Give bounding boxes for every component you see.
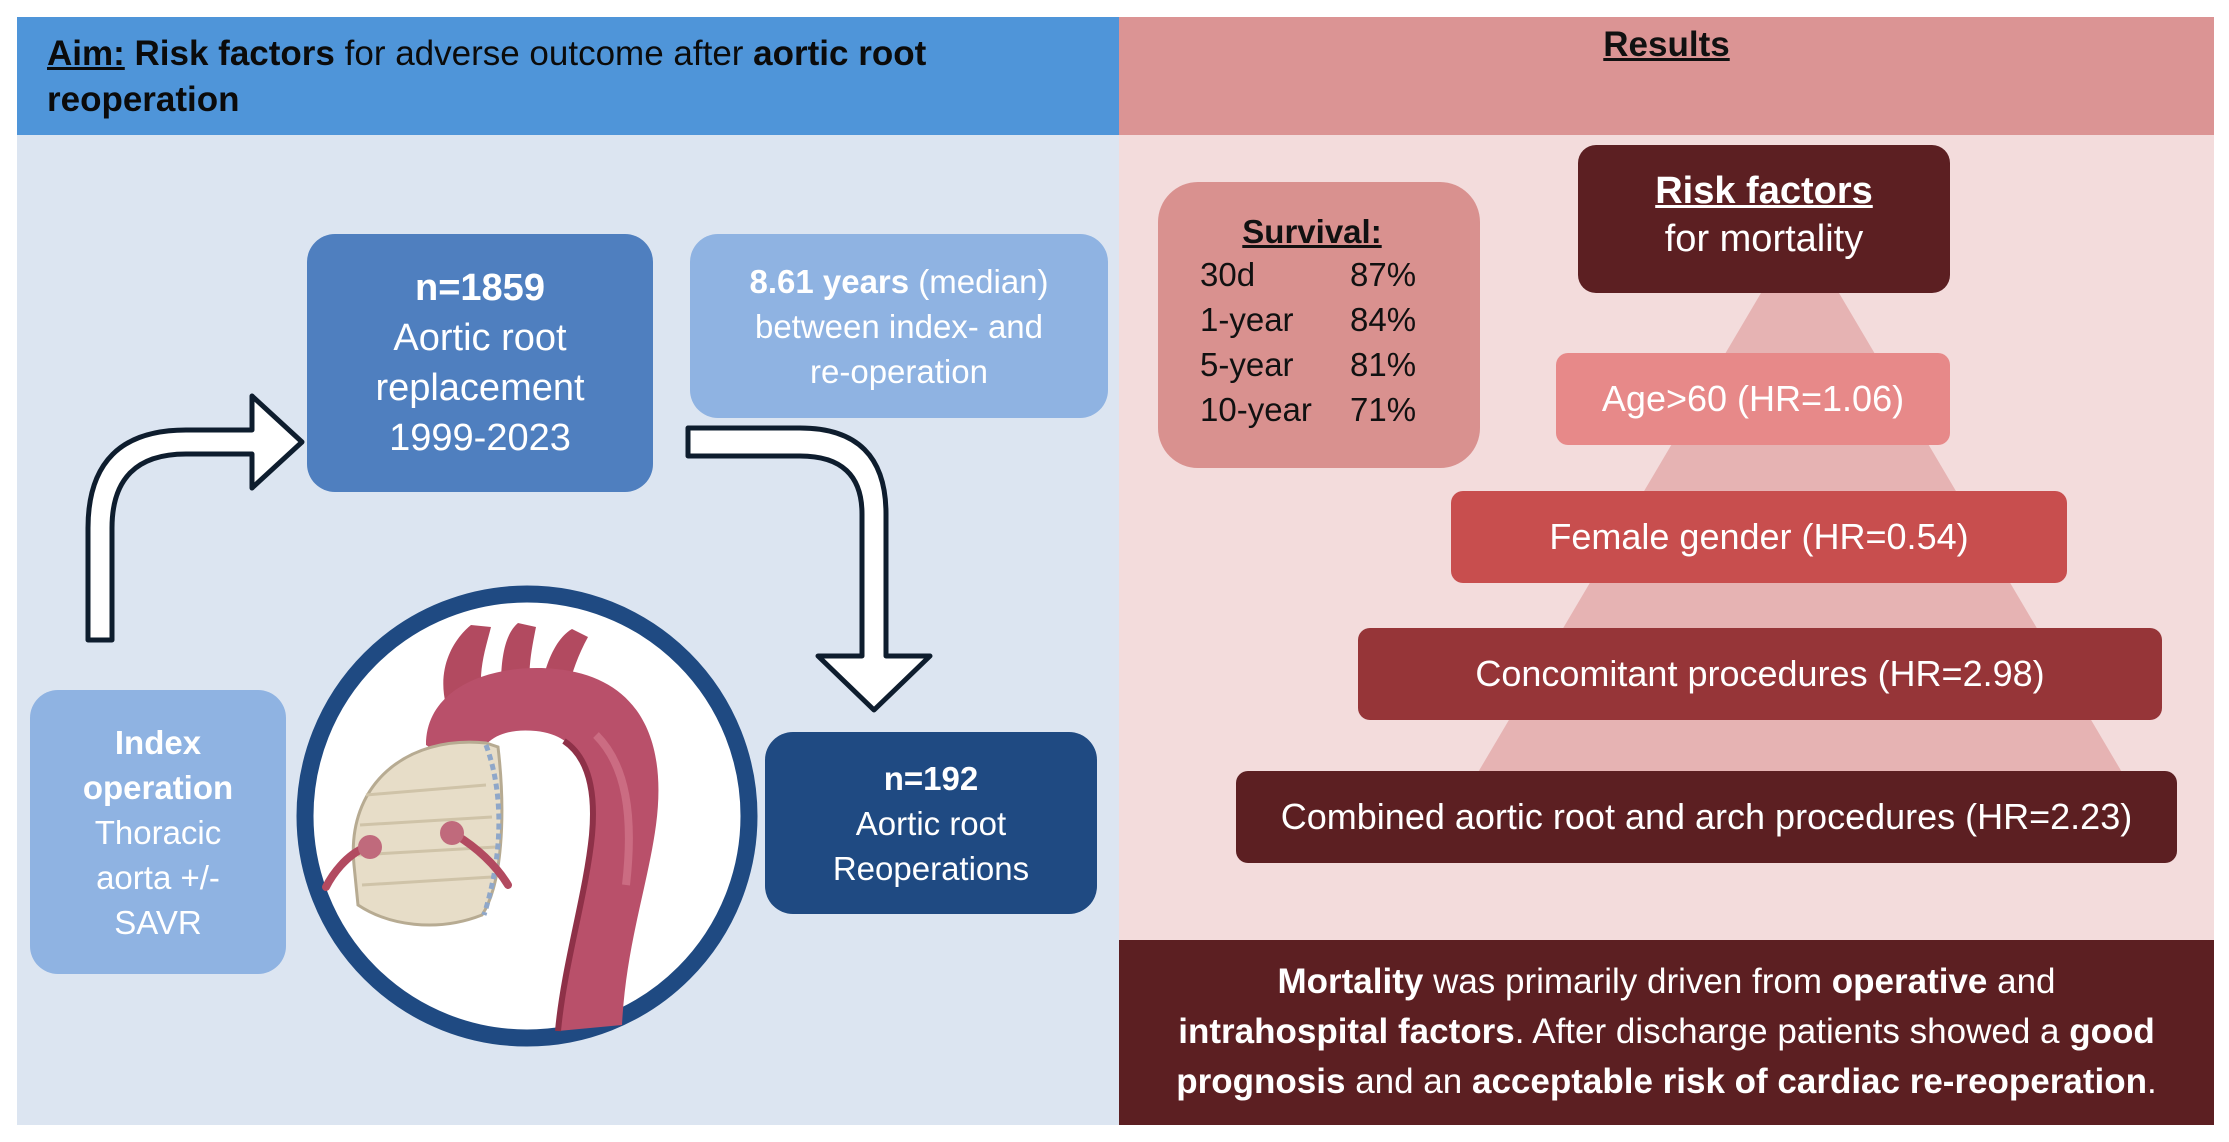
median-suffix: (median) xyxy=(918,262,1049,300)
survival-value: 81% xyxy=(1350,346,1417,383)
survival-period: 1-year xyxy=(1200,301,1294,338)
survival-period: 10-year xyxy=(1200,391,1312,428)
conclusion-t4: and an xyxy=(1355,1062,1463,1101)
survival-value: 84% xyxy=(1350,301,1417,338)
survival-period: 5-year xyxy=(1200,346,1294,383)
risk-factor-combined: Combined aortic root and arch procedures… xyxy=(1236,771,2177,863)
arrow-right-down-icon xyxy=(685,425,933,713)
median-line-2: between index- and xyxy=(754,307,1044,345)
conclusion-box: Mortality was primarily driven from oper… xyxy=(1119,940,2214,1125)
survival-box: Survival: 30d 87% 1-year 84% 5-year 81% … xyxy=(1158,182,1480,468)
survival-row: 10-year 71% xyxy=(1200,387,1480,432)
survival-row: 1-year 84% xyxy=(1200,297,1480,342)
survival-value: 87% xyxy=(1350,256,1417,293)
reop-line-2: Reoperations xyxy=(832,849,1030,887)
risk-factors-subtitle: for mortality xyxy=(1664,218,1864,260)
conclusion-b4: good prognosis xyxy=(1176,1012,2155,1101)
index-line-3: SAVR xyxy=(114,903,202,941)
risk-factors-title: Risk factors xyxy=(1655,170,1873,212)
aim-bold-1: Risk factors xyxy=(134,34,335,73)
survival-row: 30d 87% xyxy=(1200,252,1480,297)
survival-period: 30d xyxy=(1200,256,1256,293)
cohort-line-1: Aortic root xyxy=(393,317,567,359)
index-line-1: Thoracic xyxy=(94,813,222,851)
aortic-root-illustration xyxy=(296,585,758,1047)
cohort-line-2: replacement xyxy=(375,367,585,409)
median-interval-box: 8.61 years (median) between index- and r… xyxy=(690,234,1108,418)
reoperation-box: n=192 Aortic root Reoperations xyxy=(765,732,1097,914)
conclusion-b5: acceptable risk of cardiac re-reoperatio… xyxy=(1471,1062,2147,1101)
survival-value: 71% xyxy=(1350,391,1417,428)
cohort-box: n=1859 Aortic root replacement 1999-2023 xyxy=(307,234,653,492)
index-title-2: operation xyxy=(82,768,234,806)
risk-factor-concomitant: Concomitant procedures (HR=2.98) xyxy=(1358,628,2162,720)
conclusion-t3: . After discharge patients showed a xyxy=(1514,1012,2060,1051)
median-value: 8.61 years xyxy=(749,262,910,300)
conclusion-t1: was primarily driven from xyxy=(1433,962,1823,1001)
cohort-years: 1999-2023 xyxy=(389,417,571,459)
aim-label: Aim: xyxy=(47,34,125,73)
results-title: Results xyxy=(1603,25,1730,64)
aim-bold-2: aortic root reoperation xyxy=(47,34,927,119)
conclusion-b3: intrahospital factors xyxy=(1178,1012,1515,1051)
results-header: Results xyxy=(1119,17,2214,135)
conclusion-b1: Mortality xyxy=(1277,962,1424,1001)
conclusion-b2: operative xyxy=(1831,962,1988,1001)
reop-line-1: Aortic root xyxy=(855,804,1007,842)
risk-factor-gender: Female gender (HR=0.54) xyxy=(1451,491,2067,583)
flow-arrows xyxy=(85,393,933,713)
conclusion-t2: and xyxy=(1997,962,2056,1001)
median-line-3: re-operation xyxy=(810,352,988,390)
index-operation-box: Index operation Thoracic aorta +/- SAVR xyxy=(30,690,286,974)
risk-factor-age: Age>60 (HR=1.06) xyxy=(1556,353,1950,445)
index-title-1: Index xyxy=(114,723,202,761)
cohort-n: n=1859 xyxy=(415,267,545,309)
index-line-2: aorta +/- xyxy=(96,858,220,896)
reop-n: n=192 xyxy=(883,759,979,797)
aim-header: Aim: Risk factors for adverse outcome af… xyxy=(17,17,1119,135)
survival-title: Survival: xyxy=(1242,213,1382,250)
arrow-up-right-icon xyxy=(85,393,305,643)
aim-text-1: for adverse outcome after xyxy=(344,34,744,73)
survival-row: 5-year 81% xyxy=(1200,342,1480,387)
conclusion-t5: . xyxy=(2146,1062,2157,1101)
risk-factors-title-box: Risk factors for mortality xyxy=(1578,145,1950,293)
